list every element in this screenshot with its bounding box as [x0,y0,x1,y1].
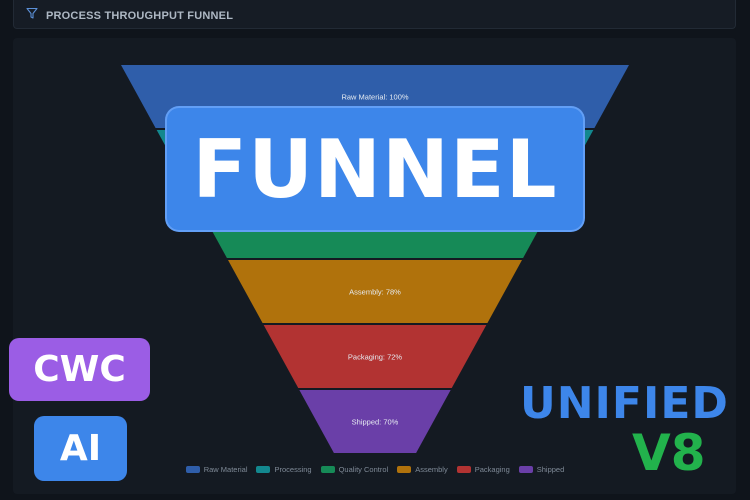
legend-label: Raw Material [203,465,248,474]
legend-swatch [456,466,471,473]
cwc-badge: CWC [9,338,150,401]
legend-swatch [320,466,335,473]
ai-badge: AI [34,416,127,481]
legend-swatch [518,466,533,473]
funnel-segment-packaging[interactable] [263,325,487,388]
legend-label: Processing [274,465,312,474]
legend-item-packaging[interactable]: Packaging [456,465,510,474]
filter-icon [26,7,38,19]
legend-item-shipped[interactable]: Shipped [518,465,565,474]
legend-item-quality-control[interactable]: Quality Control [320,465,389,474]
legend-label: Packaging [474,465,510,474]
funnel-label-assembly: Assembly: 78% [349,288,401,297]
funnel-label-packaging: Packaging: 72% [348,353,403,362]
funnel-label-shipped: Shipped: 70% [352,418,399,427]
chart-legend: Raw Material Processing Quality Control Ass… [0,465,750,474]
chart-header: PROCESS THROUGHPUT FUNNEL [13,0,736,29]
legend-label: Shipped [536,465,565,474]
legend-label: Quality Control [338,465,389,474]
overlay-title: FUNNEL [165,106,585,232]
funnel-segment-assembly[interactable] [228,260,522,323]
funnel-segment-shipped[interactable] [299,390,451,453]
legend-swatch [185,466,200,473]
legend-item-processing[interactable]: Processing [256,465,312,474]
legend-label: Assembly [415,465,448,474]
brand-version: V8 [632,424,706,482]
chart-title: PROCESS THROUGHPUT FUNNEL [46,10,234,22]
legend-swatch [397,466,412,473]
funnel-label-raw-material: Raw Material: 100% [341,93,408,102]
brand-unified: UNIFIED [520,378,729,429]
legend-item-assembly[interactable]: Assembly [397,465,448,474]
legend-swatch [256,466,271,473]
legend-item-raw-material[interactable]: Raw Material [185,465,248,474]
